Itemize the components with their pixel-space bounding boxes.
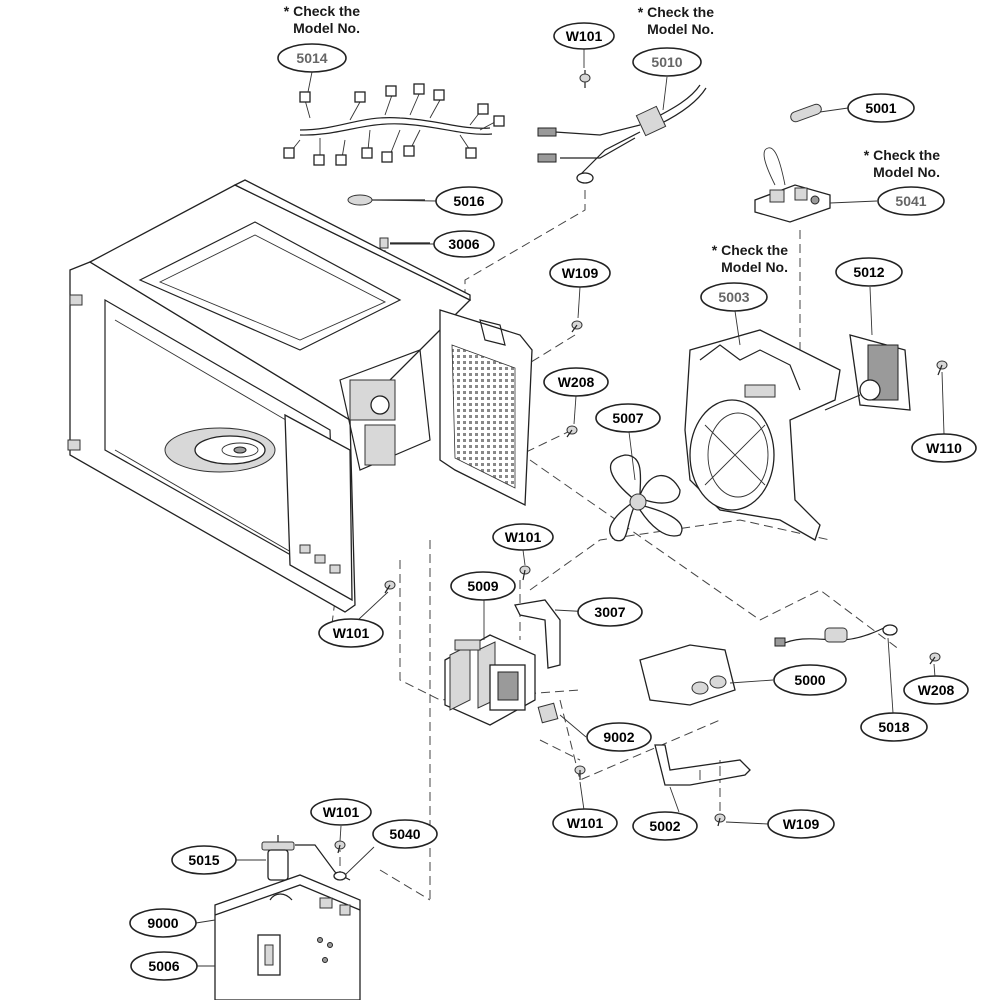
fan-bracket-5003 xyxy=(684,329,841,541)
label-5014: 5014 xyxy=(277,43,347,73)
bracket-5002 xyxy=(654,744,751,786)
label-w208-right: W208 xyxy=(903,675,969,705)
label-3007: 3007 xyxy=(577,597,643,627)
fuse-5001 xyxy=(790,103,822,123)
svg-text:5016: 5016 xyxy=(453,193,484,209)
power-cord-5010 xyxy=(537,84,707,184)
label-5010: 5010 xyxy=(632,47,702,77)
svg-text:3006: 3006 xyxy=(448,236,479,252)
svg-text:W110: W110 xyxy=(926,440,962,456)
note-text: * Check the Model No. xyxy=(863,147,940,180)
fan-motor-5012 xyxy=(824,334,911,411)
svg-text:5012: 5012 xyxy=(853,264,884,280)
svg-text:9002: 9002 xyxy=(603,729,634,745)
svg-text:W208: W208 xyxy=(558,374,595,390)
label-5007: 5007 xyxy=(595,403,661,433)
label-w208-mid: W208 xyxy=(543,367,609,397)
label-5012: 5012 xyxy=(835,257,903,287)
svg-text:W101: W101 xyxy=(505,529,542,545)
label-5000: 5000 xyxy=(773,664,847,696)
part-labels: 5014 W101 5010 5001 5041 5016 3006 W109 … xyxy=(129,22,977,981)
connector-9002 xyxy=(537,702,559,724)
label-w109-top: W109 xyxy=(549,258,611,288)
svg-text:5010: 5010 xyxy=(651,54,682,70)
leader-lines xyxy=(195,46,945,967)
bottom-assembly xyxy=(214,835,361,1000)
wire-harness-5014 xyxy=(283,83,505,166)
label-5041: 5041 xyxy=(877,186,945,216)
svg-text:W208: W208 xyxy=(918,682,955,698)
svg-text:W101: W101 xyxy=(567,815,604,831)
svg-text:W109: W109 xyxy=(562,265,599,281)
label-w101-top: W101 xyxy=(553,22,615,50)
label-5016: 5016 xyxy=(435,186,503,216)
note-text: * Check the Model No. xyxy=(637,4,714,37)
svg-text:5018: 5018 xyxy=(878,719,909,735)
svg-text:5009: 5009 xyxy=(467,578,498,594)
label-5006: 5006 xyxy=(130,951,198,981)
label-w101-left: W101 xyxy=(318,618,384,648)
label-w110: W110 xyxy=(911,433,977,463)
capacitor-5000 xyxy=(639,644,736,706)
label-5001: 5001 xyxy=(847,93,915,123)
svg-text:W101: W101 xyxy=(566,28,603,44)
diode-5018 xyxy=(774,624,898,647)
bracket-3007 xyxy=(514,599,561,669)
label-9002: 9002 xyxy=(586,722,652,752)
label-5040: 5040 xyxy=(372,819,438,849)
magnetron-5009 xyxy=(444,634,536,726)
fan-blade-5007 xyxy=(609,454,683,542)
svg-text:W101: W101 xyxy=(323,804,360,820)
noise-filter-board-5041 xyxy=(754,147,831,223)
check-model-note-5010: * Check the Model No. xyxy=(602,4,714,38)
label-5009: 5009 xyxy=(450,571,516,601)
svg-text:5003: 5003 xyxy=(718,289,749,305)
oven-cavity xyxy=(67,179,472,613)
check-model-note-5041: * Check the Model No. xyxy=(828,147,940,181)
screws xyxy=(334,70,948,854)
check-model-note-5014: * Check the Model No. xyxy=(248,3,360,37)
label-3006: 3006 xyxy=(433,230,495,258)
svg-text:9000: 9000 xyxy=(147,915,178,931)
label-w101-lower: W101 xyxy=(310,798,372,826)
label-w101-bottom: W101 xyxy=(552,808,618,838)
note-text: * Check the Model No. xyxy=(283,3,360,36)
svg-text:W101: W101 xyxy=(333,625,370,641)
label-w101-mid: W101 xyxy=(492,523,554,551)
svg-text:5040: 5040 xyxy=(389,826,420,842)
svg-text:5007: 5007 xyxy=(612,410,643,426)
label-5002: 5002 xyxy=(632,811,698,841)
svg-text:5015: 5015 xyxy=(188,852,219,868)
note-text: * Check the Model No. xyxy=(711,242,788,275)
svg-text:5000: 5000 xyxy=(794,672,825,688)
vent-plate xyxy=(439,309,533,507)
svg-text:W109: W109 xyxy=(783,816,820,832)
svg-text:5006: 5006 xyxy=(148,958,179,974)
label-9000: 9000 xyxy=(129,908,197,938)
label-5015: 5015 xyxy=(171,845,237,875)
label-5003: 5003 xyxy=(700,282,768,312)
svg-text:5041: 5041 xyxy=(895,193,926,209)
check-model-note-5003: * Check the Model No. xyxy=(676,242,788,276)
svg-text:3007: 3007 xyxy=(594,604,625,620)
svg-text:5014: 5014 xyxy=(296,50,327,66)
label-5018: 5018 xyxy=(860,712,928,742)
svg-text:5001: 5001 xyxy=(865,100,896,116)
label-w109-bottom: W109 xyxy=(767,809,835,839)
svg-text:5002: 5002 xyxy=(649,818,680,834)
connector-3006 xyxy=(379,237,430,249)
